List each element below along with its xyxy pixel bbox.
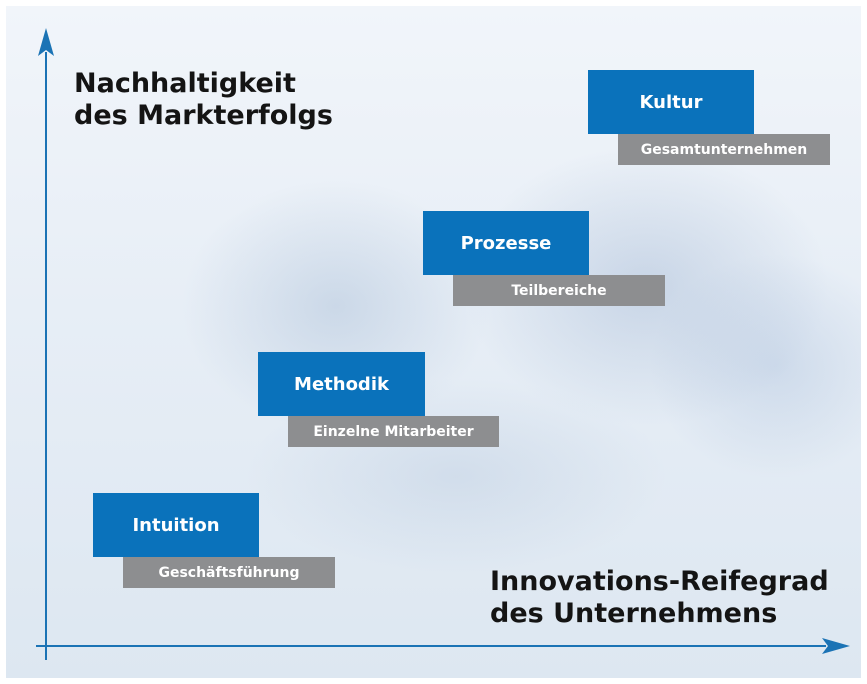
x-axis-title: Innovations-Reifegrad des Unternehmens <box>490 566 829 629</box>
stage-methodik-sublabel: Einzelne Mitarbeiter <box>288 416 499 447</box>
y-axis-arrowhead <box>38 28 54 56</box>
stage-intuition-sublabel: Geschäftsführung <box>123 557 335 588</box>
y-axis-title: Nachhaltigkeit des Markterfolgs <box>74 68 333 131</box>
stage-prozesse-box: Prozesse <box>423 211 589 275</box>
stage-kultur-box: Kultur <box>588 70 754 134</box>
x-axis-arrowhead <box>822 638 850 654</box>
stage-intuition-box: Intuition <box>93 493 259 557</box>
stage-methodik-box: Methodik <box>258 352 425 416</box>
stage-prozesse-sublabel: Teilbereiche <box>453 275 665 306</box>
stage-kultur-sublabel: Gesamtunternehmen <box>618 134 830 165</box>
